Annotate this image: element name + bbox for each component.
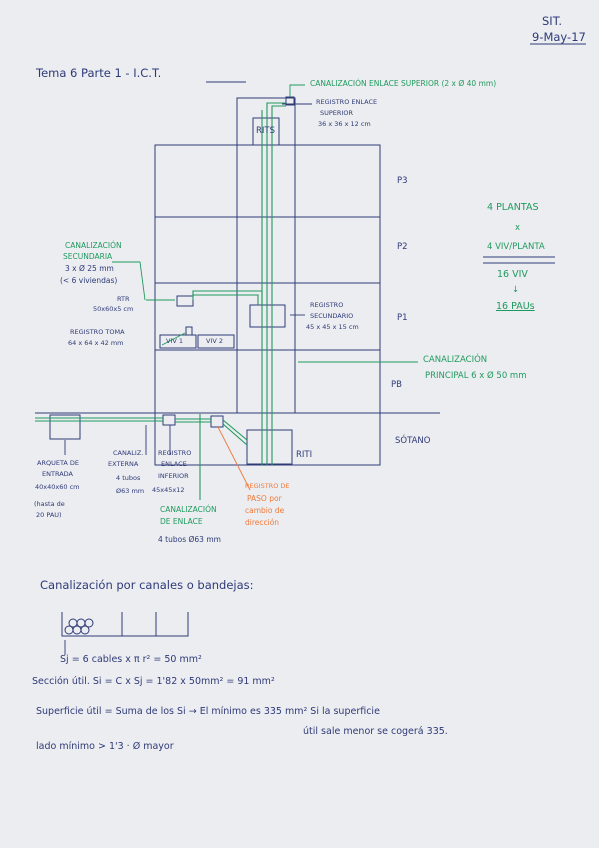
reg-paso-label: cambio de [245, 506, 285, 515]
arqueta-label: 40x40x60 cm [35, 483, 80, 491]
notes-heading: Canalización por canales o bandejas: [40, 578, 254, 592]
can-secundaria-label: (< 6 viviendas) [60, 276, 118, 285]
can-enlace-label: 4 tubos Ø63 mm [158, 535, 221, 544]
rtr-box [176, 295, 194, 307]
rtr-label: RTR [117, 295, 130, 303]
arqueta-label: 20 PAU) [36, 511, 62, 519]
can-secundaria-label: CANALIZACIÓN [65, 241, 122, 250]
reg-enlace-sup-label: SUPERIOR [320, 109, 353, 117]
header-line: SIT. [542, 14, 563, 28]
formula-seccion: Sección útil. Si = C x Sj = 1'82 x 50mm²… [32, 676, 275, 687]
reg-paso-label: REGISTRO DE [245, 482, 290, 490]
canalizacion-secundaria-line [192, 294, 259, 305]
registro-toma-box [185, 326, 193, 336]
leader-line [161, 332, 186, 346]
rtr-label: 50x60x5 cm [93, 305, 134, 313]
viv1-label: VIV 1 [166, 337, 184, 345]
viv-planta-note: 4 VIV/PLANTA [487, 242, 545, 252]
viv1-box [159, 334, 197, 349]
can-secundaria-label: SECUNDARIA [63, 252, 113, 261]
canalizacion-secundaria-line [192, 290, 263, 305]
cable-tray-icon [61, 612, 189, 637]
can-enlace-label: DE ENLACE [160, 517, 203, 526]
formula-superficie-2: útil sale menor se cogerá 335. [303, 726, 448, 737]
canalizacion-enlace-superior-line [266, 102, 286, 110]
title-text: Tema 6 Parte 1 - [36, 66, 134, 80]
floor-p1: P1 [397, 313, 408, 323]
can-externa-label: 4 tubos [116, 474, 141, 482]
formula-lado: lado mínimo > 1'3 · Ø mayor [36, 741, 174, 752]
viv16-note: 16 VIV [497, 269, 528, 280]
can-enlace-sup-label: CANALIZACIÓN ENLACE SUPERIOR (2 x Ø 40 m… [310, 79, 497, 88]
registro-paso-box [210, 415, 224, 428]
can-principal-label: PRINCIPAL 6 x Ø 50 mm [425, 371, 527, 381]
reg-toma-label: REGISTRO TOMA [70, 328, 125, 336]
title-ict: I.C.T. [133, 66, 162, 80]
rits-label: RITS [256, 126, 276, 136]
reg-enlace-inf-label: ENLACE [161, 460, 187, 468]
arrow-icon: ↓ [512, 285, 520, 295]
formula-superficie: Superficie útil = Suma de los Si → El mí… [36, 706, 380, 717]
canalizacion-enlace-line [222, 419, 248, 441]
leader-line [112, 261, 146, 301]
formula-sj: Sj = 6 cables x π r² = 50 mm² [60, 654, 202, 665]
can-externa-label: Ø63 mm [116, 487, 145, 495]
arqueta-label: (hasta de [34, 500, 65, 508]
reg-secundario-label: 45 x 45 x 15 cm [306, 323, 359, 331]
rits-box [252, 117, 280, 146]
can-principal-label: CANALIZACIÓN [423, 355, 488, 365]
can-externa-label: CANALIZ. [113, 449, 144, 457]
arqueta-label: ENTRADA [42, 470, 73, 478]
floor-pb: PB [391, 380, 402, 390]
reg-toma-label: 64 x 64 x 42 mm [68, 339, 124, 347]
riti-label: RITI [296, 450, 313, 460]
can-externa-label: EXTERNA [108, 460, 139, 468]
times-note: x [515, 223, 521, 233]
reg-enlace-inf-label: 45x45x12 [152, 486, 185, 494]
leader-line [289, 84, 305, 97]
reg-secundario-label: REGISTRO [310, 301, 344, 309]
viv2-label: VIV 2 [206, 337, 224, 345]
reg-secundario-label: SECUNDARIO [310, 312, 354, 320]
reg-enlace-inf-label: INFERIOR [158, 472, 189, 480]
floor-p3: P3 [397, 176, 408, 186]
can-secundaria-label: 3 x Ø 25 mm [65, 264, 114, 273]
plantas-note: 4 PLANTAS [487, 202, 539, 213]
leader-line [217, 426, 251, 491]
arqueta-box [49, 414, 81, 440]
reg-enlace-sup-label: REGISTRO ENLACE [316, 98, 378, 106]
viv2-box [197, 334, 235, 349]
arqueta-label: ARQUETA DE [37, 459, 80, 467]
floor-sotano: SÓTANO [395, 436, 431, 446]
can-enlace-label: CANALIZACIÓN [160, 505, 217, 514]
riti-box [246, 429, 293, 465]
canalizacion-enlace-superior-line [271, 105, 286, 110]
canalizacion-enlace-line [222, 423, 248, 446]
reg-paso-label: dirección [245, 518, 280, 527]
page-title: Tema 6 Parte 1 - I.C.T. [36, 64, 161, 80]
reg-enlace-inf-label: REGISTRO [158, 449, 192, 457]
paus-note: 16 PAUs [496, 301, 535, 312]
registro-enlace-inferior-box [162, 414, 176, 426]
reg-paso-label: PASO por [247, 494, 282, 503]
reg-enlace-sup-label: 36 x 36 x 12 cm [318, 120, 371, 128]
floor-p2: P2 [397, 242, 408, 252]
date: 9-May-17 [532, 30, 586, 44]
